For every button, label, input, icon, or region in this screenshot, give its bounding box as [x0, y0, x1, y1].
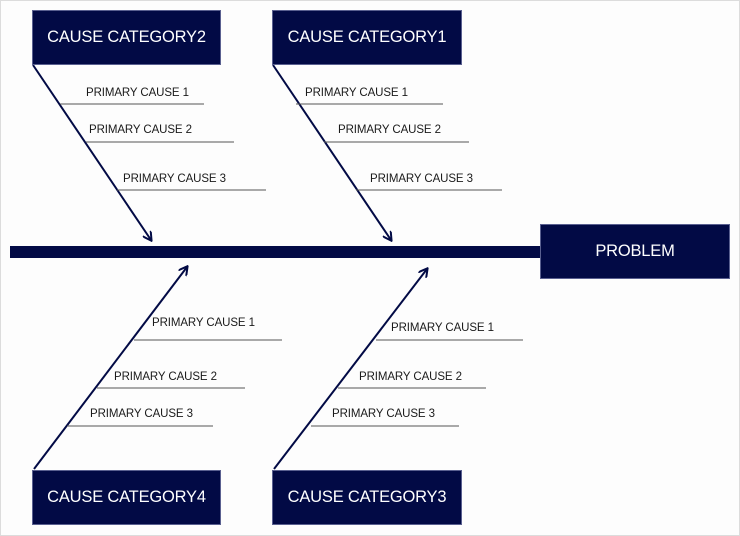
- cause-label: PRIMARY CAUSE 1: [152, 317, 255, 329]
- cause-label: PRIMARY CAUSE 2: [338, 124, 441, 136]
- cause-label: PRIMARY CAUSE 2: [114, 371, 217, 383]
- cause-label: PRIMARY CAUSE 3: [123, 173, 226, 185]
- bone-cat1: [272, 64, 391, 240]
- cause-label: PRIMARY CAUSE 1: [86, 87, 189, 99]
- cause-label: PRIMARY CAUSE 1: [305, 87, 408, 99]
- bone-cat3: [273, 269, 427, 470]
- category-box-cat3[interactable]: CAUSE CATEGORY3: [273, 471, 461, 524]
- category-label: CAUSE CATEGORY2: [47, 28, 206, 46]
- bone-cat4: [33, 267, 187, 470]
- cause-label: PRIMARY CAUSE 2: [359, 371, 462, 383]
- cause-label: PRIMARY CAUSE 3: [370, 173, 473, 185]
- category-label: CAUSE CATEGORY1: [287, 28, 447, 46]
- category-box-cat1[interactable]: CAUSE CATEGORY1: [273, 11, 461, 64]
- category-box-cat4[interactable]: CAUSE CATEGORY4: [33, 471, 220, 524]
- cause-label: PRIMARY CAUSE 1: [391, 322, 494, 334]
- category-label: CAUSE CATEGORY3: [287, 488, 447, 506]
- spine: [10, 246, 542, 258]
- problem-label: PROBLEM: [595, 242, 675, 260]
- cause-label: PRIMARY CAUSE 2: [89, 124, 192, 136]
- cause-label: PRIMARY CAUSE 3: [90, 408, 193, 420]
- problem-box[interactable]: PROBLEM: [541, 225, 729, 278]
- category-label: CAUSE CATEGORY4: [47, 488, 206, 506]
- category-box-cat2[interactable]: CAUSE CATEGORY2: [33, 11, 220, 64]
- cause-label: PRIMARY CAUSE 3: [332, 408, 435, 420]
- bone-cat2: [32, 64, 151, 240]
